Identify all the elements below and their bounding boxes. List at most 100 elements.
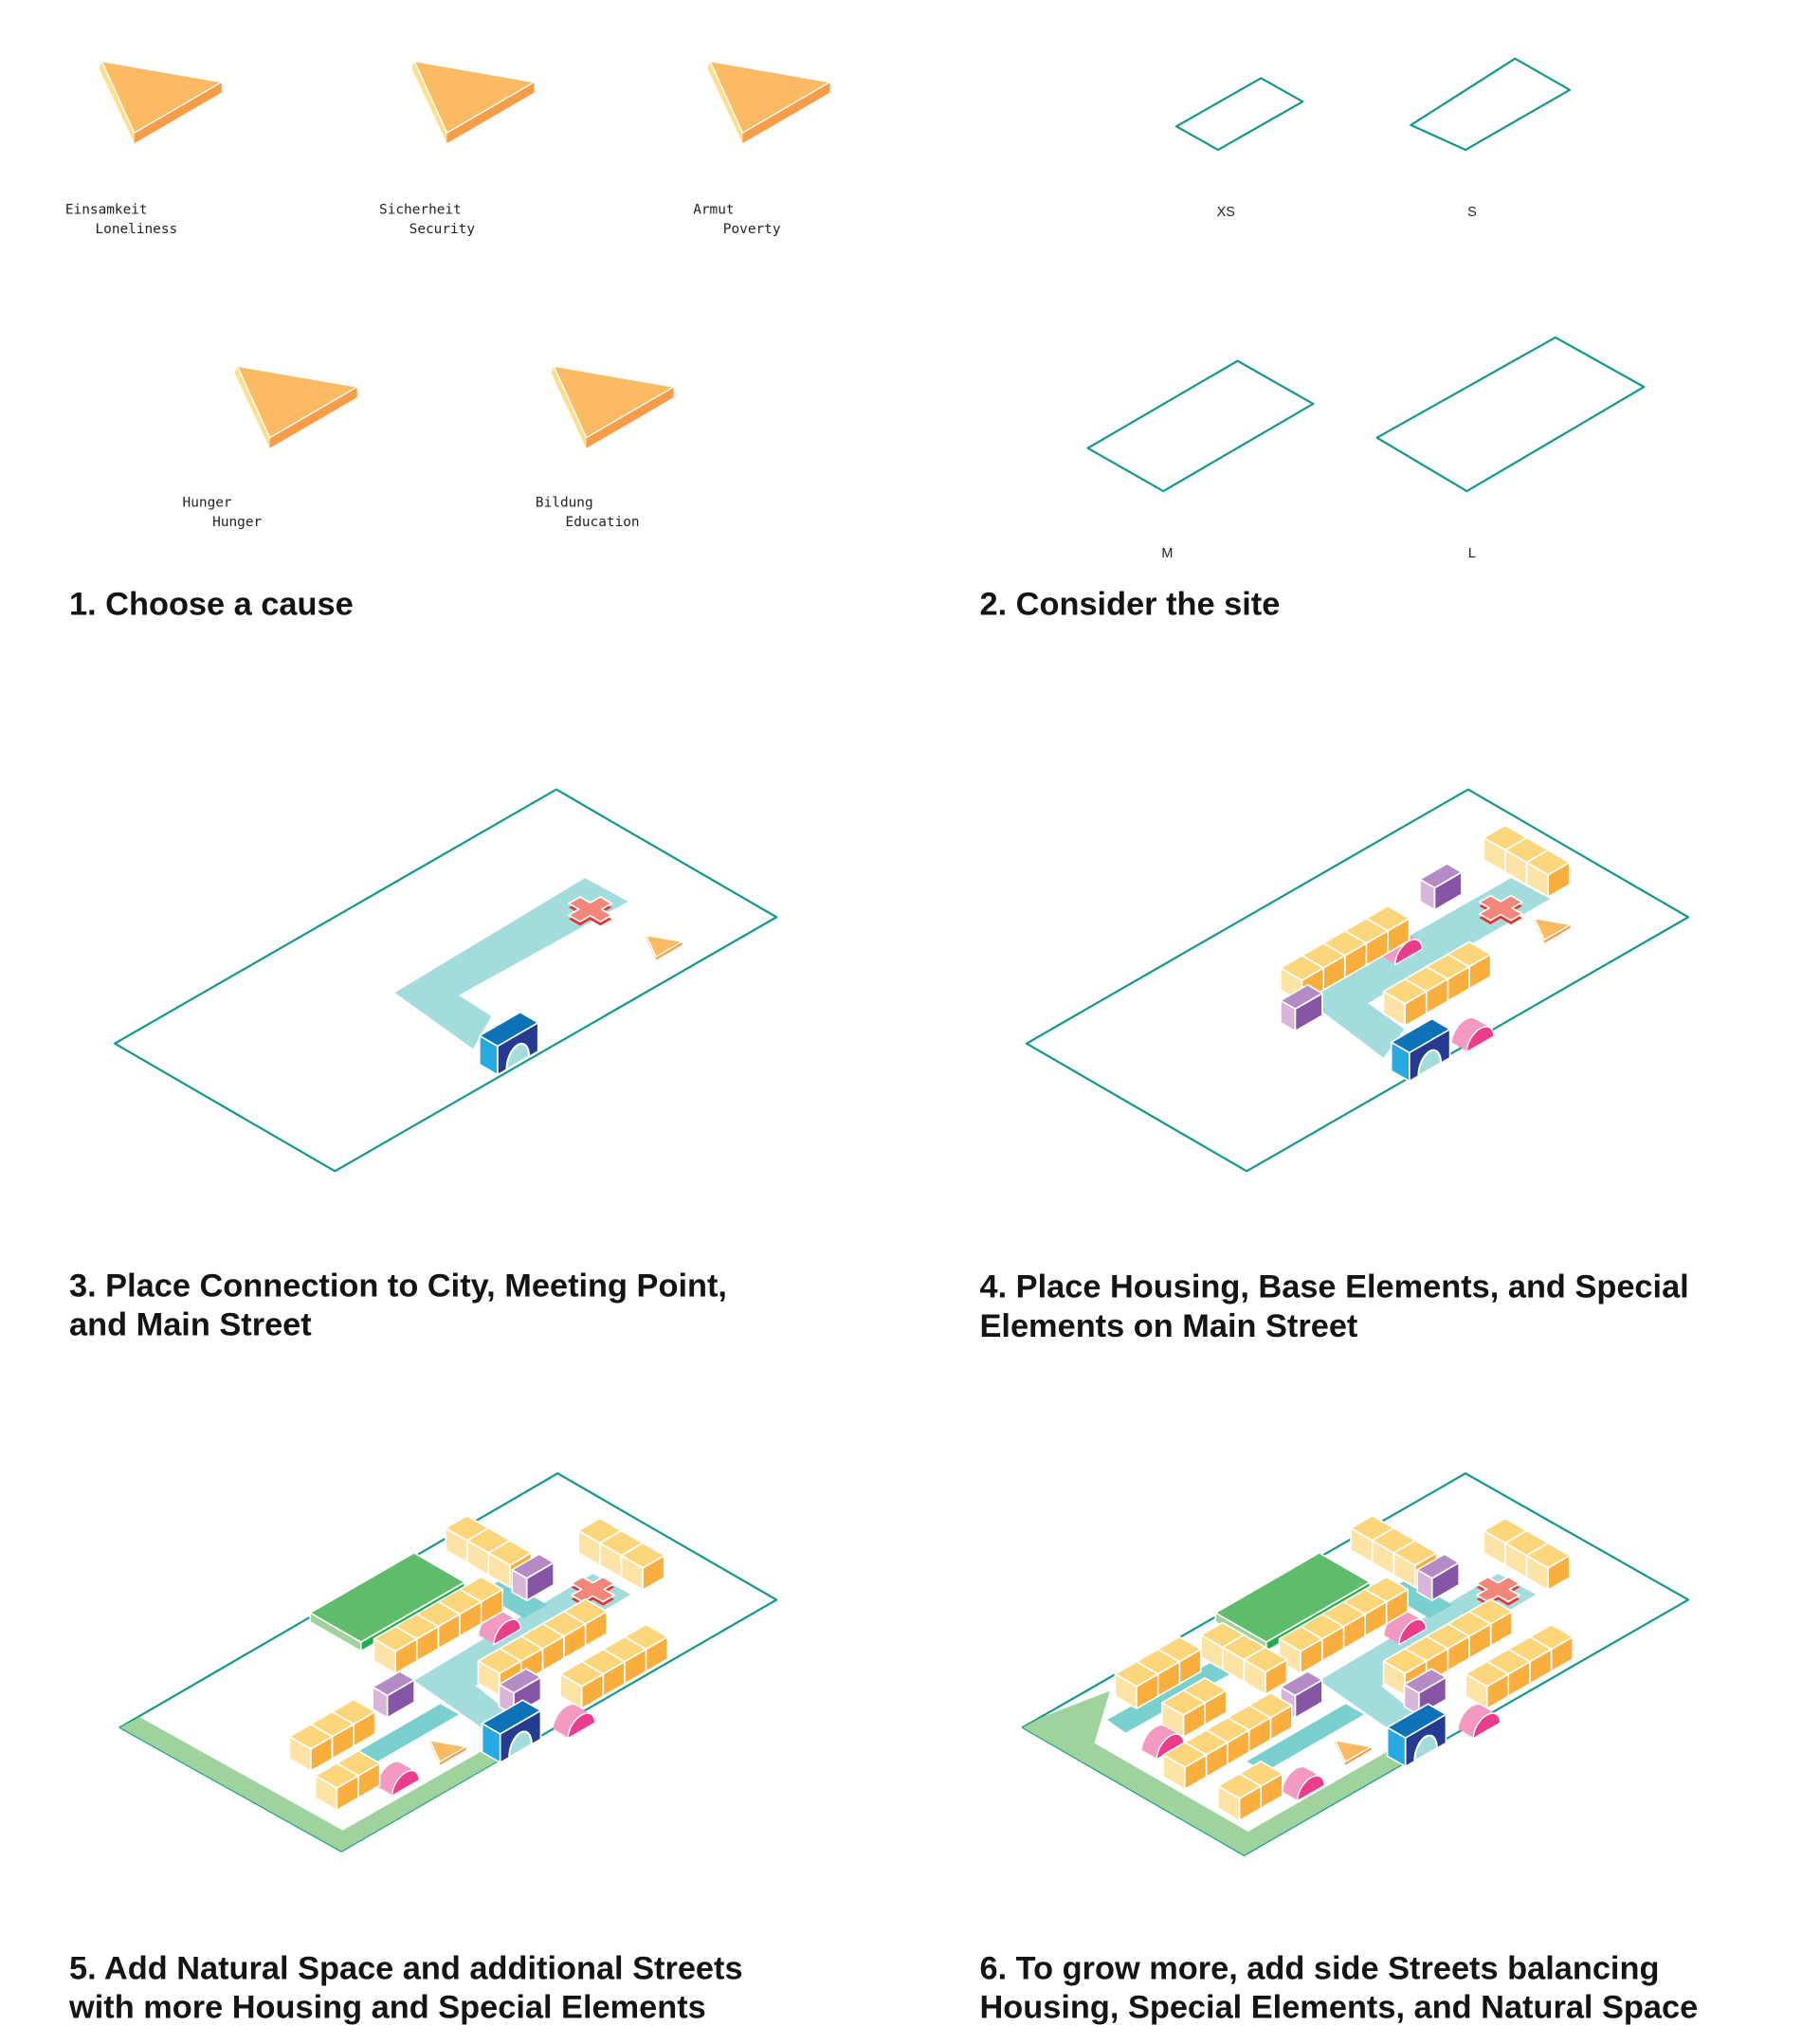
housing-row (1162, 1691, 1293, 1791)
site-plan (118, 1472, 778, 1852)
special-element-face (493, 1618, 521, 1646)
connection-arch (508, 1730, 533, 1759)
cause-token-icon-left-edge (234, 366, 270, 448)
cause-marker-icon-left-edge (645, 935, 657, 960)
housing-cube-top-face (1243, 1646, 1288, 1673)
housing-cube-top-face (1382, 1648, 1428, 1674)
special-element (377, 1761, 420, 1797)
cause-token-icon (234, 365, 358, 448)
housing-row (1280, 904, 1410, 1004)
cause-marker-icon (428, 1740, 467, 1765)
base-element (511, 1553, 555, 1601)
base-element-top-face (1419, 863, 1463, 889)
cause-marker-icon-right-edge (1544, 924, 1571, 943)
connection-to-city-top-face (1390, 1017, 1451, 1054)
diagram-shapes (99, 57, 1690, 1856)
main-street (394, 878, 628, 1049)
special-element-face (1472, 1712, 1502, 1740)
housing-cube-top-face (1114, 1660, 1159, 1688)
step-4-title-line2: Elements on Main Street (980, 1308, 1358, 1344)
housing-cube-top-face (1525, 849, 1571, 876)
housing-cube (373, 1625, 418, 1674)
base-element (1403, 1668, 1447, 1716)
special-element (553, 1705, 596, 1740)
cause-marker-icon-top (1534, 918, 1572, 941)
side-street (1107, 1662, 1230, 1733)
cause-token-icon-right-edge (586, 387, 674, 448)
cause-label-de: Einsamkeit (65, 202, 148, 217)
meeting-point-top (570, 1576, 615, 1603)
housing-cube (1465, 1660, 1510, 1709)
cause-token-icon-right-edge (446, 82, 535, 144)
housing-cube (620, 1542, 665, 1591)
housing-row (1278, 1576, 1410, 1674)
connection-to-city-top-face (1386, 1703, 1447, 1739)
cause-token-icon-top (100, 60, 223, 134)
step-6-title-line2: Housing, Special Elements, and Natural S… (980, 1990, 1699, 2026)
connection-to-city (1390, 1017, 1451, 1083)
site-plan (113, 788, 778, 1173)
housing-cube-top-face (620, 1542, 665, 1569)
housing-row (1350, 1514, 1438, 1589)
housing-row (1161, 1677, 1228, 1739)
housing-cube-top-face (1382, 977, 1428, 1005)
cause-marker-icon-top (646, 934, 683, 958)
connection-arch (505, 1042, 531, 1071)
cause-token-icon (99, 60, 223, 144)
step-2-title: 2. Consider the site (980, 587, 1281, 623)
connection-arch (1413, 1734, 1439, 1762)
cause-marker-icon (645, 934, 683, 960)
cause-marker-icon-left-edge (1334, 1740, 1345, 1765)
cause-marker-icon-right-edge (656, 941, 682, 960)
housing-cube-top-face (1162, 1742, 1208, 1768)
connection-arch (1417, 1049, 1443, 1078)
connection-to-city (1386, 1703, 1447, 1768)
housing-cube (288, 1723, 334, 1772)
cause-label-en: Security (410, 222, 476, 237)
step-5-title-line2: with more Housing and Special Elements (68, 1990, 706, 2026)
step-4-title: 4. Place Housing, Base Elements, and Spe… (980, 1269, 1689, 1305)
special-element-face (1156, 1733, 1185, 1761)
cause-token-icon-left-edge (411, 61, 447, 144)
site-size-label-m: M (1161, 546, 1173, 561)
step-3-title-line2: and Main Street (69, 1306, 312, 1342)
base-element (372, 1670, 415, 1719)
base-element (1280, 984, 1323, 1032)
cause-marker-icon-top (1334, 1740, 1373, 1763)
site-size-label-s: S (1467, 205, 1477, 220)
meeting-point-cross (1478, 894, 1523, 924)
housing-cube (1243, 1646, 1288, 1695)
housing-row (1200, 1621, 1288, 1695)
meeting-point-cross (568, 896, 613, 926)
cause-marker-icon (1534, 918, 1572, 943)
cause-token-icon (707, 60, 831, 144)
cause-token-icon-right-edge (134, 82, 222, 144)
site-m-outline (1086, 359, 1315, 493)
special-element-face (1465, 1026, 1495, 1053)
connection-to-city-top-face (481, 1699, 542, 1735)
housing-cube-top-face (477, 1648, 522, 1674)
base-element-top-face (498, 1668, 542, 1694)
cause-token-icon-left-edge (99, 61, 135, 144)
side-street (1247, 1704, 1364, 1772)
meeting-point-cross (570, 1576, 615, 1606)
step-1-title: 1. Choose a cause (69, 587, 354, 623)
housing-cube-top-face (487, 1540, 533, 1566)
cause-token-icon-top (709, 60, 831, 134)
connection-to-city-top-face (479, 1011, 539, 1048)
housing-cube (1525, 1542, 1571, 1591)
special-element-face (1398, 1618, 1428, 1646)
cause-token-icon (551, 365, 675, 448)
cause-marker-icon-left-edge (1534, 918, 1545, 943)
housing-row (1217, 1760, 1283, 1822)
cause-token-icon-right-edge (742, 82, 830, 144)
cause-marker-icon (1334, 1740, 1373, 1765)
special-element (1141, 1725, 1185, 1761)
housing-row (373, 1576, 503, 1674)
site-xs-outline (1174, 77, 1304, 152)
special-element (1384, 1611, 1428, 1646)
cause-label-de: Armut (693, 202, 734, 217)
housing-row (559, 1623, 668, 1709)
housing-cube-top-face (1278, 1625, 1323, 1652)
